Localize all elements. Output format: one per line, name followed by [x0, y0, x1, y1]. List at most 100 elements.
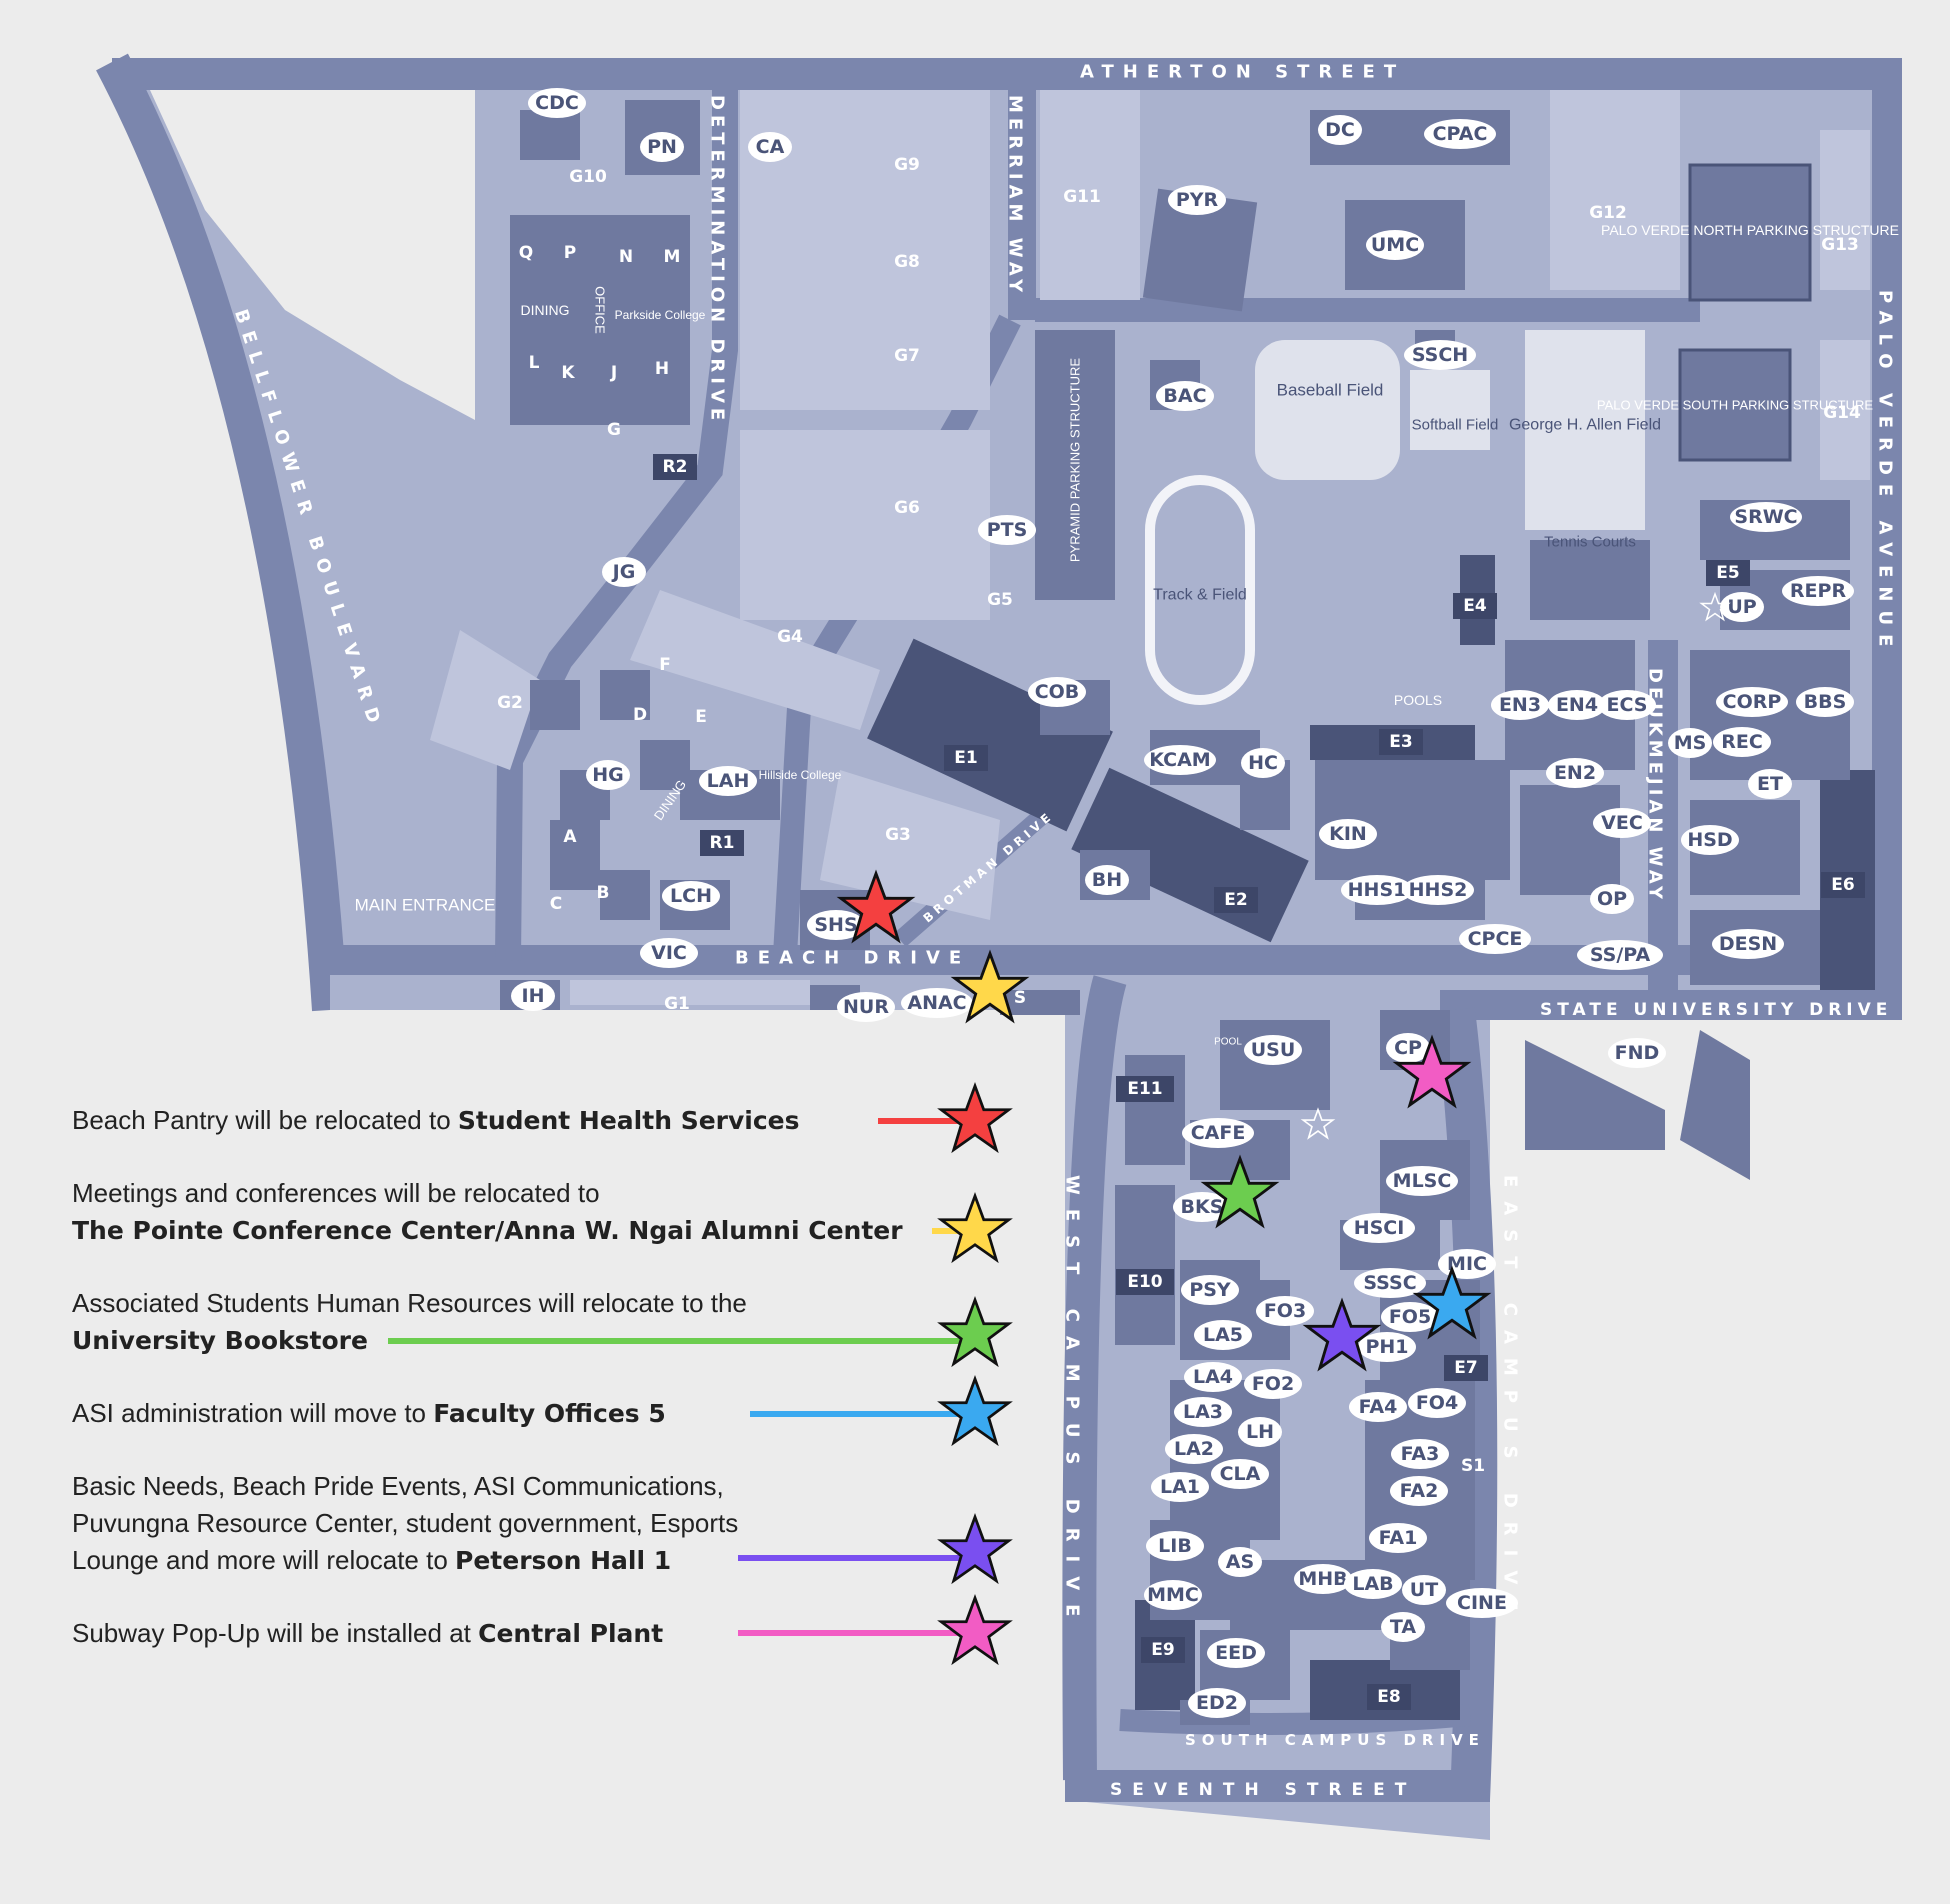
building-s: S	[1014, 988, 1026, 1008]
building-label: G2	[497, 693, 523, 713]
building-label: SSSC	[1363, 1272, 1416, 1294]
softball-field	[1410, 370, 1490, 450]
building-label: VEC	[1601, 812, 1643, 834]
building-label: CP	[1394, 1037, 1422, 1059]
legend-stars	[937, 1082, 1013, 1666]
building-up: UP	[1720, 592, 1764, 622]
building-g11: G11	[1063, 187, 1101, 207]
building-label: C	[550, 894, 562, 914]
building-psy: PSY	[1181, 1275, 1239, 1305]
legend-text: Meetings and conferences will be relocat…	[72, 1178, 600, 1208]
building-label: G3	[885, 825, 911, 845]
legend-bold: Faculty Offices 5	[433, 1399, 666, 1428]
building-hhs2: HHS2	[1402, 875, 1474, 905]
building-label: JG	[611, 561, 636, 583]
building-hc: HC	[1241, 748, 1285, 778]
building-shs: SHS	[807, 910, 865, 940]
building-bbs: BBS	[1796, 687, 1854, 717]
building-sssc: SSSC	[1354, 1268, 1426, 1298]
building-la4: LA4	[1184, 1362, 1242, 1392]
building-pn: PN	[640, 132, 684, 162]
legend-item-pointe: Meetings and conferences will be relocat…	[72, 1175, 1032, 1249]
building-label: K	[561, 363, 575, 383]
building-label: MIC	[1447, 1253, 1487, 1275]
building-label: AS	[1226, 1551, 1254, 1573]
building-label: MMC	[1147, 1584, 1199, 1606]
building-label: UMC	[1371, 234, 1419, 256]
building-label: REC	[1721, 731, 1763, 753]
building-fa3: FA3	[1391, 1439, 1449, 1469]
building-eed: EED	[1207, 1638, 1265, 1668]
building-label: A	[563, 827, 577, 847]
building-label: PYR	[1176, 189, 1219, 211]
building-label: LA2	[1174, 1438, 1214, 1460]
legend-item-cp: Subway Pop-Up will be installed at Centr…	[72, 1615, 1032, 1652]
building-label: CAFE	[1191, 1122, 1246, 1144]
building-e10: E10	[1116, 1269, 1174, 1295]
legend-bold: Peterson Hall 1	[455, 1546, 672, 1575]
building-label: G5	[987, 590, 1013, 610]
building-label: BBS	[1804, 691, 1847, 713]
building-label: COB	[1035, 681, 1080, 703]
building-fa2: FA2	[1390, 1476, 1448, 1506]
building-label: E10	[1127, 1272, 1162, 1292]
building-ca: CA	[748, 132, 792, 162]
building-f: F	[659, 655, 671, 675]
building-label: IH	[522, 985, 545, 1007]
street-south-campus: SOUTH CAMPUS DRIVE	[1185, 1731, 1485, 1749]
building-ss-pa: SS/PA	[1577, 940, 1663, 970]
star-university-bookstore	[1200, 1154, 1280, 1229]
building-label: SSCH	[1412, 344, 1468, 366]
street-state-univ: STATE UNIVERSITY DRIVE	[1540, 1000, 1892, 1020]
building-label: MLSC	[1393, 1170, 1452, 1192]
building-label: ET	[1757, 773, 1783, 795]
building-fnd: FND	[1608, 1038, 1666, 1068]
building-e8: E8	[1367, 1684, 1411, 1710]
building-label: LA5	[1203, 1324, 1243, 1346]
building-g7: G7	[894, 346, 920, 366]
pv-north-structure	[1688, 163, 1812, 302]
building-label: E11	[1127, 1079, 1162, 1099]
building-label: M	[664, 247, 681, 267]
label-main-entrance: MAIN ENTRANCE	[355, 896, 496, 915]
building-label: CLA	[1220, 1463, 1261, 1485]
building-e9: E9	[1141, 1637, 1185, 1663]
building-ed2: ED2	[1188, 1688, 1246, 1718]
building-ih: IH	[511, 981, 555, 1011]
star-student-health-services	[836, 869, 916, 944]
building-label: FO5	[1389, 1306, 1431, 1328]
building-ecs: ECS	[1598, 690, 1656, 720]
label-baseball: Baseball Field	[1277, 381, 1384, 400]
legend-bold: Student Health Services	[457, 1106, 800, 1135]
legend-star-yellow	[937, 1192, 1013, 1264]
building-e1: E1	[944, 745, 988, 771]
building-label: ECS	[1607, 694, 1648, 716]
building-label: G6	[894, 498, 920, 518]
building-e6: E6	[1821, 872, 1865, 898]
building-q: Q	[519, 243, 533, 263]
legend-text: Subway Pop-Up will be installed at	[72, 1618, 479, 1648]
building-label: BH	[1092, 869, 1122, 891]
building-ssch: SSCH	[1404, 340, 1476, 370]
building-fa1: FA1	[1369, 1523, 1427, 1553]
building-la5: LA5	[1194, 1320, 1252, 1350]
building-ph1: PH1	[1358, 1332, 1416, 1362]
building-g8: G8	[894, 252, 920, 272]
legend-star-blue	[937, 1375, 1013, 1447]
building-label: S	[1014, 988, 1026, 1008]
building-vec: VEC	[1593, 808, 1651, 838]
building-label: R2	[663, 457, 688, 477]
building-label: SHS	[814, 914, 857, 936]
building-g2: G2	[497, 693, 523, 713]
building-label: E7	[1454, 1358, 1477, 1378]
building-label: FA1	[1379, 1527, 1418, 1549]
building-g14: G14	[1823, 403, 1861, 423]
atherton-road	[112, 58, 1902, 90]
label-pyramid-parking: PYRAMID PARKING STRUCTURE	[1068, 358, 1083, 562]
building-label: PTS	[987, 519, 1028, 541]
building-op: OP	[1590, 884, 1634, 914]
building-label: LH	[1246, 1421, 1274, 1443]
legend-bold: University Bookstore	[72, 1326, 368, 1355]
building-label: FA3	[1401, 1443, 1440, 1465]
building-label: HHS2	[1409, 879, 1468, 901]
